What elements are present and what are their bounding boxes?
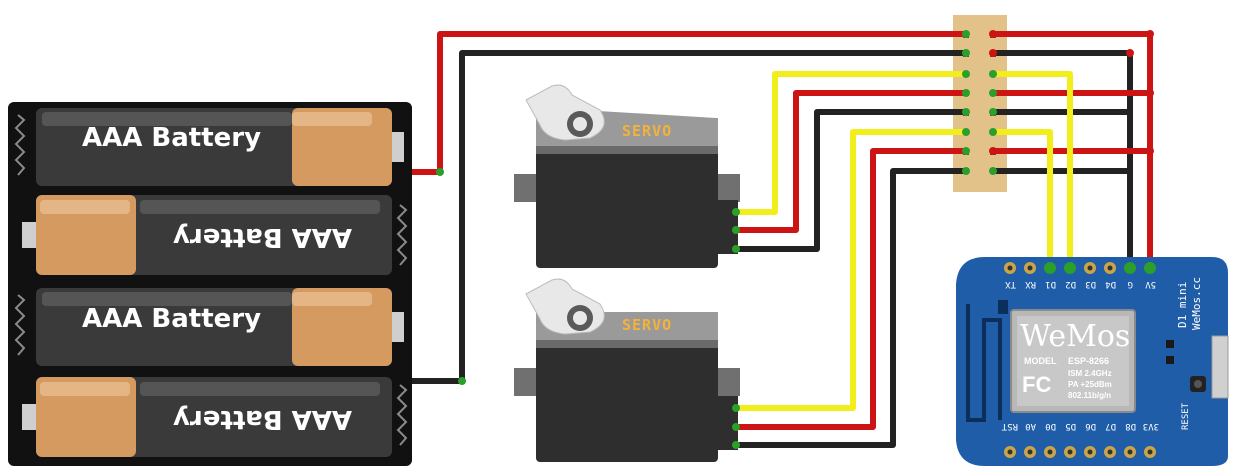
pin-label-3v3: 3V3: [1143, 421, 1159, 431]
battery-pack: AAA Battery AAA Battery AAA Battery: [8, 102, 412, 466]
servo-2: SERVO: [514, 278, 740, 462]
reset-label: RESET: [1181, 402, 1191, 430]
pin-label-tx: TX: [1005, 279, 1016, 289]
chip-model-label: MODEL: [1024, 356, 1057, 366]
pin-label-d7: D7: [1105, 421, 1116, 431]
esp-module: WeMos MODEL ESP-8266 FC ISM 2.4GHz PA +2…: [1010, 309, 1136, 413]
wire-servo2-ground: [736, 168, 966, 448]
battery-label-4: AAA Battery: [173, 404, 352, 434]
wire-d1-signal: [993, 129, 1053, 268]
pin-label-d6: D6: [1085, 421, 1096, 431]
wire-servo1-power: [736, 90, 966, 233]
servo-horn: [525, 278, 605, 335]
pin-label-d3: D3: [1085, 279, 1096, 289]
wire-endpoints: [436, 30, 1154, 385]
top-pin-labels: TX RX D1 D2 D3 D4 G 5V: [1005, 279, 1156, 289]
chip-model-value: ESP-8266: [1068, 356, 1109, 366]
smd-component: [1166, 356, 1174, 364]
servo-horn: [525, 84, 605, 141]
battery-springs: [14, 114, 408, 446]
pin-label-g: G: [1128, 279, 1133, 289]
battery-cell-3: AAA Battery: [36, 288, 404, 366]
battery-label-3: AAA Battery: [82, 304, 261, 334]
board-title: D1 mini: [1176, 282, 1189, 328]
pin-label-rx: RX: [1025, 279, 1036, 289]
usb-connector: [1211, 335, 1229, 399]
top-header: [1004, 262, 1156, 274]
wire-servo1-signal: [736, 71, 966, 215]
battery-holder: [8, 102, 412, 466]
battery-label-1: AAA Battery: [82, 123, 261, 153]
battery-cell-1: AAA Battery: [36, 108, 404, 186]
servo-label-1: SERVO: [622, 122, 672, 140]
chip-spec-ism: ISM 2.4GHz: [1068, 369, 1112, 378]
chip-spec-wifi: 802.11b/g/n: [1068, 391, 1111, 400]
pin-label-5v: 5V: [1145, 279, 1156, 289]
breadboard-strip: [953, 15, 1007, 192]
breadboard-body: [953, 15, 1007, 192]
smd-component: [1166, 340, 1174, 348]
wire-servo2-power: [736, 148, 966, 430]
wemos-logo: WeMos: [1020, 319, 1130, 354]
chip-spec-pa: PA +25dBm: [1068, 380, 1112, 389]
board-brand: WeMos.cc: [1190, 277, 1203, 330]
wire-d2-signal: [993, 71, 1073, 268]
servo-label-2: SERVO: [622, 316, 672, 334]
wires: [412, 31, 1153, 448]
wire-battery-positive: [412, 31, 966, 175]
antenna-trace: [966, 304, 1002, 422]
servo-1: SERVO: [514, 84, 740, 268]
fc-mark: FC: [1022, 372, 1051, 397]
pin-label-a0: A0: [1025, 421, 1036, 431]
pin-label-d2: D2: [1065, 279, 1076, 289]
battery-cell-4: AAA Battery: [22, 377, 392, 457]
battery-cell-2: AAA Battery: [22, 195, 392, 275]
battery-label-2: AAA Battery: [173, 222, 352, 252]
wire-gnd-rail: [993, 50, 1133, 268]
pin-label-rst: RST: [1001, 421, 1018, 431]
pin-label-d5: D5: [1065, 421, 1076, 431]
pin-label-d1: D1: [1045, 279, 1056, 289]
wire-servo1-ground: [736, 109, 966, 252]
bottom-pin-labels: RST A0 D0 D5 D6 D7 D8 3V3: [1001, 421, 1159, 431]
wemos-d1-mini-board: TX RX D1 D2 D3 D4 G 5V RST A0 D0 D5 D6 D: [956, 257, 1229, 466]
pin-label-d0: D0: [1045, 421, 1056, 431]
pin-label-d4: D4: [1105, 279, 1116, 289]
bottom-header: [1004, 446, 1156, 458]
wire-battery-negative: [412, 50, 966, 384]
reset-button[interactable]: [1190, 376, 1206, 392]
pin-label-d8: D8: [1125, 421, 1136, 431]
wire-servo2-signal: [736, 129, 966, 411]
